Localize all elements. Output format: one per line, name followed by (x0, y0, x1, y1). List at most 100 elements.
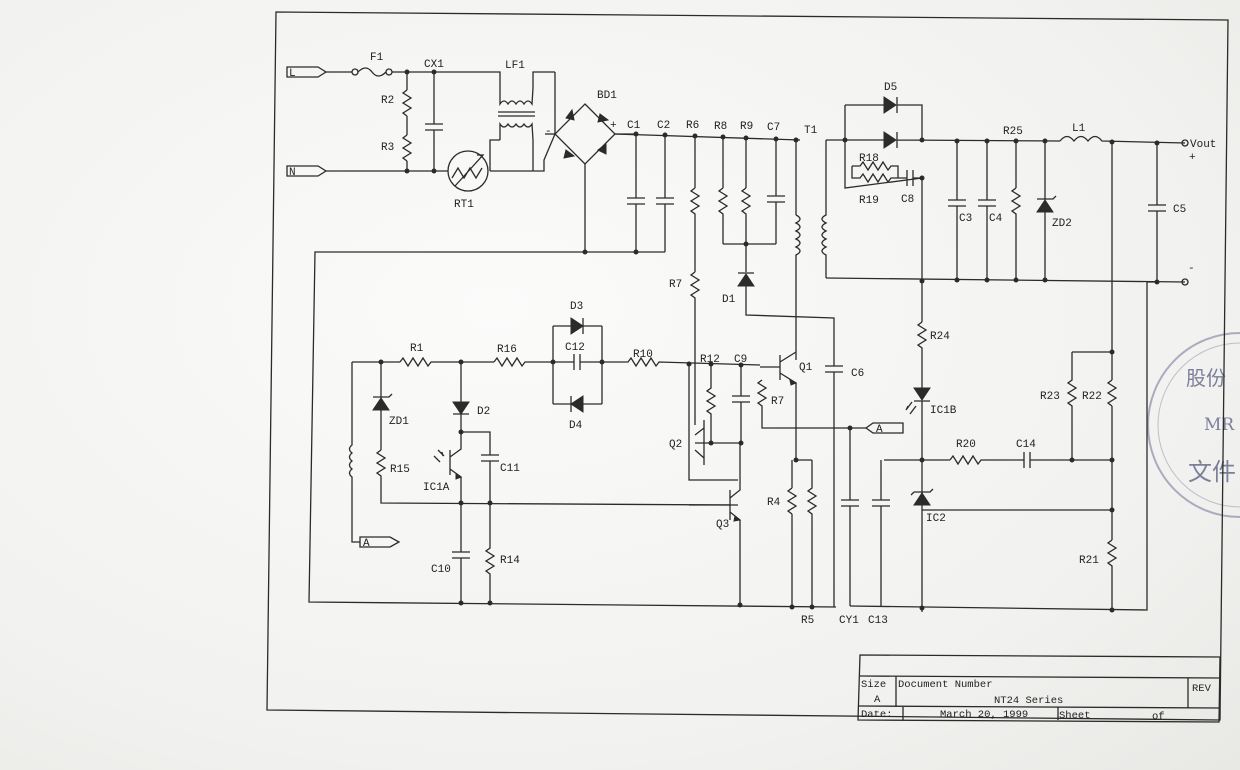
label-vout: Vout (1190, 139, 1216, 151)
diode-d2 (452, 401, 470, 415)
drawing-border (266, 11, 1229, 721)
diode-d5-b (883, 131, 897, 149)
label-r2: R2 (381, 95, 394, 107)
resistor-r3 (401, 134, 413, 162)
label-plus: + (1189, 152, 1196, 164)
control-section (348, 317, 904, 610)
resistor-r20 (949, 454, 1024, 466)
label-r9: R9 (740, 121, 753, 133)
title-date-value: March 20, 1999 (940, 709, 1028, 721)
resistor-r25 (1010, 187, 1022, 280)
capacitor-c11 (481, 454, 499, 503)
capacitor-c5 (1148, 143, 1166, 282)
label-c3: C3 (959, 213, 972, 225)
capacitor-c10 (452, 503, 470, 603)
capacitor-c9 (732, 365, 750, 443)
input-section: - + (286, 66, 636, 252)
thermistor-rt1 (447, 150, 489, 192)
resistor-r24 (916, 321, 928, 388)
inductor-l1 (1059, 135, 1186, 144)
optocoupler-transistor-ic1a (433, 432, 463, 503)
label-r23: R23 (1040, 391, 1060, 403)
label-c13: C13 (868, 615, 888, 627)
diode-d5-a (883, 96, 897, 114)
title-of-label: of (1152, 711, 1165, 723)
optocoupler-led-ic1b (913, 387, 931, 401)
transistor-q2 (688, 364, 738, 481)
resistor-r5 (806, 460, 818, 607)
title-sheet-label: Sheet (1059, 710, 1091, 722)
stamp-text-1: 股份 (1186, 366, 1226, 390)
diode-d3 (570, 317, 584, 335)
label-a-right: A (876, 424, 883, 436)
label-r21: R21 (1079, 555, 1099, 567)
label-r24: R24 (930, 331, 950, 343)
label-r18: R18 (859, 153, 879, 165)
resistor-r2 (401, 89, 413, 117)
label-c1: C1 (627, 120, 641, 132)
label-r7a: R7 (669, 279, 682, 291)
label-c12: C12 (565, 342, 585, 354)
title-docnum-label: Document Number (898, 679, 993, 691)
primary-section (308, 131, 843, 608)
label-q3: Q3 (716, 519, 729, 531)
secondary-section (821, 96, 1189, 613)
capacitor-c12 (553, 354, 602, 370)
stamp-text-2: MR (1204, 415, 1235, 435)
label-r22: R22 (1082, 391, 1102, 403)
label-r19: R19 (859, 195, 879, 207)
label-d2: D2 (477, 406, 490, 418)
label-n: N (289, 167, 296, 179)
stamp-seal: 股份 MR 文件 (1147, 332, 1240, 518)
label-r10: R10 (633, 349, 653, 361)
label-c7: C7 (767, 122, 780, 134)
label-d5: D5 (884, 82, 897, 94)
title-date-label: Date: (861, 709, 893, 721)
resistor-r22 (1106, 352, 1118, 540)
transformer-t1-secondary (821, 140, 828, 278)
resistor-r10 (602, 356, 761, 368)
diode-d4 (570, 395, 584, 413)
label-ic1b: IC1B (930, 405, 957, 417)
label-r12: R12 (700, 354, 720, 366)
label-zd2: ZD2 (1052, 218, 1072, 230)
terminal-n (286, 165, 328, 177)
label-q2: Q2 (669, 439, 682, 451)
bridge-bd1: - + (533, 72, 636, 252)
zener-zd1 (372, 397, 390, 411)
resistor-r14 (484, 503, 496, 603)
label-minus: - (1188, 263, 1195, 275)
resistor-r7b (756, 379, 866, 429)
label-c9: C9 (734, 354, 747, 366)
resistor-r18 (852, 160, 899, 178)
resistor-r8 (717, 187, 729, 244)
label-c2: C2 (657, 120, 670, 132)
terminal-l (286, 66, 328, 78)
transistor-q1 (760, 351, 798, 428)
resistor-r9 (740, 187, 752, 244)
resistor-r23 (1066, 352, 1078, 460)
capacitor-c14 (1023, 452, 1112, 468)
svg-text:+: + (610, 120, 617, 132)
resistor-r1 (399, 356, 494, 368)
regulator-ic2 (913, 492, 931, 506)
resistor-r19 (851, 166, 900, 184)
capacitor-c8 (900, 170, 922, 186)
label-r15: R15 (390, 464, 410, 476)
title-docnum-value: NT24 Series (994, 695, 1063, 707)
zener-zd2 (1036, 199, 1054, 213)
choke-lf1 (489, 71, 555, 171)
label-c4: C4 (989, 213, 1003, 225)
label-c10: C10 (431, 564, 451, 576)
label-bd1: BD1 (597, 90, 617, 102)
label-r5: R5 (801, 615, 814, 627)
svg-text:-: - (545, 126, 552, 138)
label-ic2: IC2 (926, 513, 946, 525)
transformer-t1-primary (794, 214, 801, 360)
stamp-text-3: 文件 (1188, 458, 1236, 486)
title-size-label: Size (861, 679, 886, 691)
component-labels: L N F1 CX1 LF1 BD1 R2 R3 RT1 C1 C2 R6 R8… (289, 52, 1216, 627)
label-r20: R20 (956, 439, 976, 451)
label-a-left: A (363, 538, 370, 550)
